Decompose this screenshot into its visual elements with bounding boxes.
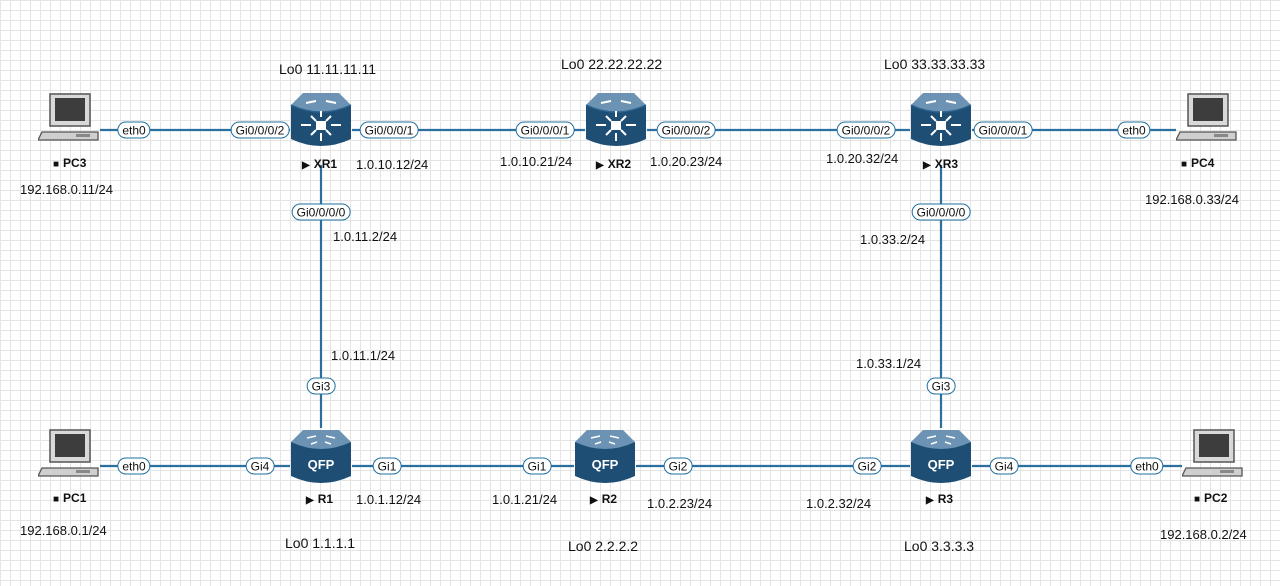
loopback-r1: Lo0 1.1.1.1 <box>285 535 356 551</box>
router-qfp-icon: QFP <box>291 430 351 483</box>
ip-pc4: 192.168.0.33/24 <box>1145 192 1239 207</box>
iface-r1-gi4[interactable]: Gi4 <box>245 457 275 475</box>
iface-xr3-gi0002[interactable]: Gi0/0/0/2 <box>836 121 896 139</box>
iface-xr2-gi0001[interactable]: Gi0/0/0/1 <box>515 121 575 139</box>
play-icon: ▶ <box>926 495 934 506</box>
iface-pc1-eth0[interactable]: eth0 <box>117 457 151 475</box>
iface-r3-gi3[interactable]: Gi3 <box>926 377 956 395</box>
addr-xr2-xr1: 1.0.10.21/24 <box>500 154 573 169</box>
iface-xr1-gi0002[interactable]: Gi0/0/0/2 <box>230 121 290 139</box>
router-qfp-icon: QFP <box>575 430 635 483</box>
router-xr3[interactable] <box>909 89 973 155</box>
addr-r2-r3: 1.0.2.23/24 <box>647 496 713 511</box>
router-xr-icon <box>290 93 352 146</box>
node-label-pc4[interactable]: ■PC4 <box>1181 156 1215 170</box>
iface-pc4-eth0[interactable]: eth0 <box>1117 121 1151 139</box>
loopback-xr1: Lo0 11.11.11.11 <box>279 61 377 77</box>
square-icon: ■ <box>53 494 60 505</box>
qfp-badge: QFP <box>308 457 335 472</box>
addr-r2-r1: 1.0.1.21/24 <box>492 492 558 507</box>
iface-r2-gi1[interactable]: Gi1 <box>522 457 552 475</box>
node-label-pc3[interactable]: ■PC3 <box>53 156 87 170</box>
addr-r1-xr1: 1.0.11.1/24 <box>331 348 396 363</box>
iface-xr1-gi0000[interactable]: Gi0/0/0/0 <box>291 203 351 221</box>
play-icon: ▶ <box>302 160 310 171</box>
play-icon: ▶ <box>306 495 314 506</box>
iface-r1-gi1[interactable]: Gi1 <box>372 457 402 475</box>
iface-xr3-gi0001[interactable]: Gi0/0/0/1 <box>973 121 1033 139</box>
iface-xr2-gi0002[interactable]: Gi0/0/0/2 <box>656 121 716 139</box>
node-label-r2[interactable]: ▶R2 <box>590 492 618 506</box>
loopback-r3: Lo0 3.3.3.3 <box>904 538 975 554</box>
addr-r3-xr3: 1.0.33.1/24 <box>856 356 922 371</box>
square-icon: ■ <box>1194 494 1201 505</box>
iface-r3-gi2[interactable]: Gi2 <box>852 457 882 475</box>
loopback-xr3: Lo0 33.33.33.33 <box>884 56 986 72</box>
pc-pc4[interactable] <box>1174 92 1240 150</box>
ip-pc1: 192.168.0.1/24 <box>20 523 107 538</box>
pc-pc3[interactable] <box>36 92 102 150</box>
router-xr1[interactable] <box>289 89 353 155</box>
play-icon: ▶ <box>590 495 598 506</box>
computer-icon <box>36 429 99 477</box>
addr-xr1-xr2: 1.0.10.12/24 <box>356 157 429 172</box>
addr-xr3-r3: 1.0.33.2/24 <box>860 232 926 247</box>
ip-pc3: 192.168.0.11/24 <box>20 182 114 197</box>
iface-r2-gi2[interactable]: Gi2 <box>663 457 693 475</box>
computer-icon <box>1174 93 1237 141</box>
addr-xr1-r1: 1.0.11.2/24 <box>333 229 398 244</box>
router-xr-icon <box>585 93 647 146</box>
computer-icon <box>1180 429 1243 477</box>
router-r3[interactable]: QFP <box>909 426 973 492</box>
iface-r1-gi3[interactable]: Gi3 <box>306 377 336 395</box>
node-label-xr2[interactable]: ▶XR2 <box>596 157 632 171</box>
iface-pc2-eth0[interactable]: eth0 <box>1130 457 1164 475</box>
ip-pc2: 192.168.0.2/24 <box>1160 527 1247 542</box>
addr-xr2-xr3: 1.0.20.23/24 <box>650 154 723 169</box>
play-icon: ▶ <box>923 160 931 171</box>
iface-xr3-gi0000[interactable]: Gi0/0/0/0 <box>911 203 971 221</box>
loopback-r2: Lo0 2.2.2.2 <box>568 538 639 554</box>
router-qfp-icon: QFP <box>911 430 971 483</box>
router-xr2[interactable] <box>584 89 648 155</box>
node-label-xr3[interactable]: ▶XR3 <box>923 157 959 171</box>
addr-r1-r2: 1.0.1.12/24 <box>356 492 422 507</box>
iface-pc3-eth0[interactable]: eth0 <box>117 121 151 139</box>
play-icon: ▶ <box>596 160 604 171</box>
router-xr-icon <box>910 93 972 146</box>
iface-r3-gi4[interactable]: Gi4 <box>989 457 1019 475</box>
loopback-xr2: Lo0 22.22.22.22 <box>561 56 663 72</box>
node-label-pc2[interactable]: ■PC2 <box>1194 491 1228 505</box>
addr-xr3-xr2: 1.0.20.32/24 <box>826 151 899 166</box>
addr-r3-r2: 1.0.2.32/24 <box>806 496 872 511</box>
square-icon: ■ <box>53 159 60 170</box>
router-r2[interactable]: QFP <box>573 426 637 492</box>
square-icon: ■ <box>1181 159 1188 170</box>
qfp-badge: QFP <box>928 457 955 472</box>
pc-pc1[interactable] <box>36 428 102 486</box>
router-r1[interactable]: QFP <box>289 426 353 492</box>
iface-xr1-gi0001[interactable]: Gi0/0/0/1 <box>359 121 419 139</box>
node-label-xr1[interactable]: ▶XR1 <box>302 157 338 171</box>
node-label-r3[interactable]: ▶R3 <box>926 492 954 506</box>
node-label-r1[interactable]: ▶R1 <box>306 492 334 506</box>
computer-icon <box>36 93 99 141</box>
pc-pc2[interactable] <box>1180 428 1246 486</box>
qfp-badge: QFP <box>592 457 619 472</box>
node-label-pc1[interactable]: ■PC1 <box>53 491 87 505</box>
